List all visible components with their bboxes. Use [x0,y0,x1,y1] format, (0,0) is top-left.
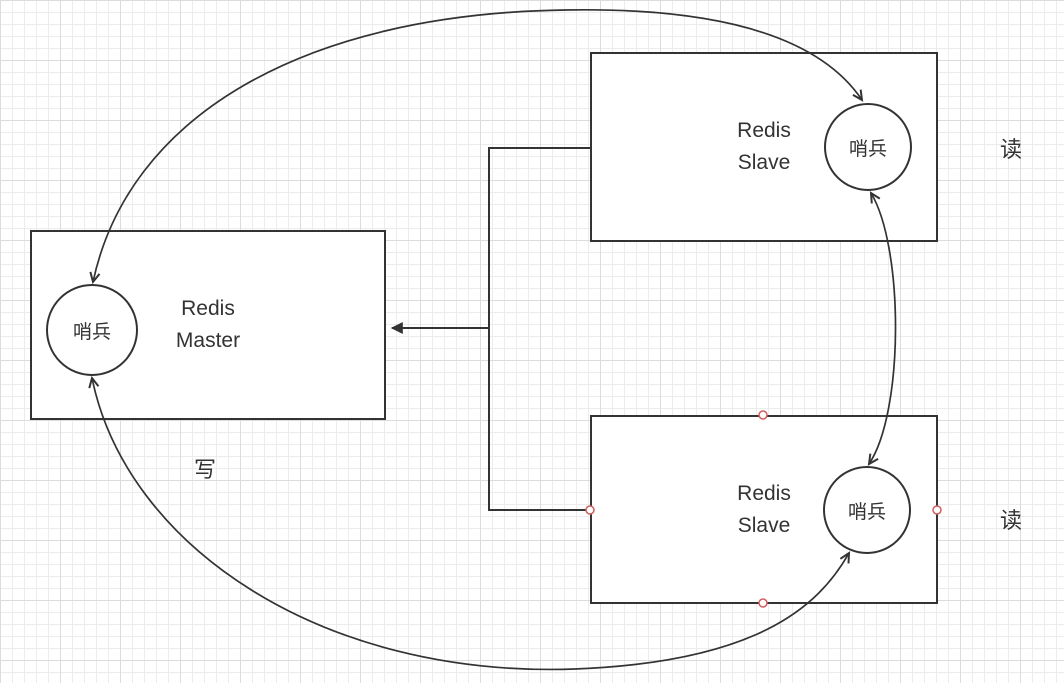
redis-slave-bottom-label-line2: Slave [737,513,791,537]
redis-slave-bottom-box[interactable]: Redis Slave 哨兵 [590,415,938,604]
slave-top-sentinel-circle[interactable]: 哨兵 [824,103,912,191]
read-label-top: 读 [1000,137,1023,162]
redis-slave-bottom-label-line1: Redis [737,481,791,505]
redis-slave-top-box[interactable]: Redis Slave 哨兵 [590,52,938,242]
slave-bottom-sentinel-label: 哨兵 [847,501,886,523]
redis-slave-top-label-line2: Slave [737,151,791,174]
slave-bottom-sentinel-circle[interactable]: 哨兵 [823,466,911,554]
redis-master-box[interactable]: Redis Master 哨兵 [30,230,386,420]
redis-slave-top-label: Redis Slave [737,115,791,179]
redis-master-label-line1: Redis [181,297,235,320]
redis-slave-top-label-line1: Redis [737,119,791,142]
master-sentinel-circle[interactable]: 哨兵 [46,284,138,376]
slaves-bracket-connector[interactable] [488,147,590,511]
master-sentinel-label: 哨兵 [72,321,111,343]
slave-top-sentinel-label: 哨兵 [848,138,887,160]
redis-master-label: Redis Master [176,293,240,357]
redis-master-label-line2: Master [175,329,241,352]
redis-slave-bottom-label: Redis Slave [737,478,791,542]
read-label-bottom: 读 [1000,508,1023,533]
write-label: 写 [194,457,217,482]
